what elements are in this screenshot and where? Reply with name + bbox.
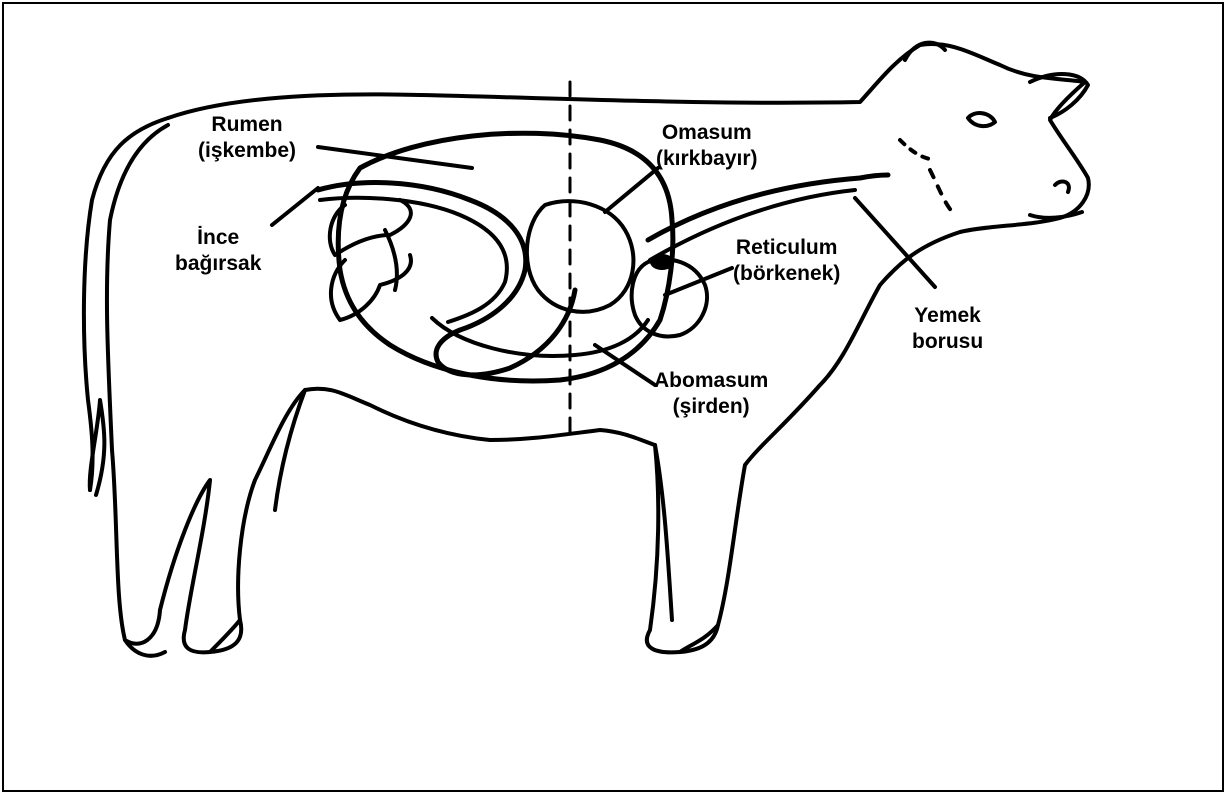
label-ince-bagirsak: İnce bağırsak — [175, 225, 261, 277]
omasum — [527, 201, 634, 312]
leader-yemek — [855, 198, 935, 287]
label-omasum-name: Omasum — [656, 120, 758, 146]
label-omasum: Omasum (kırkbayır) — [656, 120, 758, 172]
cow-tail-inner — [107, 125, 168, 450]
label-yemek-borusu: Yemek borusu — [912, 303, 983, 355]
cow-mouth — [1030, 212, 1082, 218]
leader-ince — [272, 188, 318, 225]
label-abomasum: Abomasum (şirden) — [654, 368, 768, 420]
leader-abomasum — [595, 345, 655, 385]
label-reticulum-turkish: (börkenek) — [733, 261, 840, 287]
label-ince-line1: İnce — [175, 225, 261, 251]
cow-cheek — [930, 170, 955, 215]
cow-nose — [1055, 181, 1069, 192]
label-abomasum-name: Abomasum — [654, 368, 768, 394]
small-intestine-outer — [320, 198, 507, 322]
label-reticulum: Reticulum (börkenek) — [733, 235, 840, 287]
label-rumen: Rumen (işkembe) — [198, 112, 296, 164]
leader-omasum — [605, 168, 658, 212]
cow-eye — [968, 113, 995, 126]
label-ince-line2: bağırsak — [175, 251, 261, 277]
intestine-coil-1 — [330, 200, 411, 255]
label-yemek-line1: Yemek — [912, 303, 983, 329]
cow-tail-tuft — [90, 400, 105, 495]
label-reticulum-name: Reticulum — [733, 235, 840, 261]
reticulum-dark-spot — [650, 254, 674, 270]
label-rumen-name: Rumen — [198, 112, 296, 138]
label-omasum-turkish: (kırkbayır) — [656, 146, 758, 172]
cow-neck-fold — [900, 140, 935, 160]
label-rumen-turkish: (işkembe) — [198, 138, 296, 164]
label-abomasum-turkish: (şirden) — [654, 394, 768, 420]
label-yemek-line2: borusu — [912, 329, 983, 355]
